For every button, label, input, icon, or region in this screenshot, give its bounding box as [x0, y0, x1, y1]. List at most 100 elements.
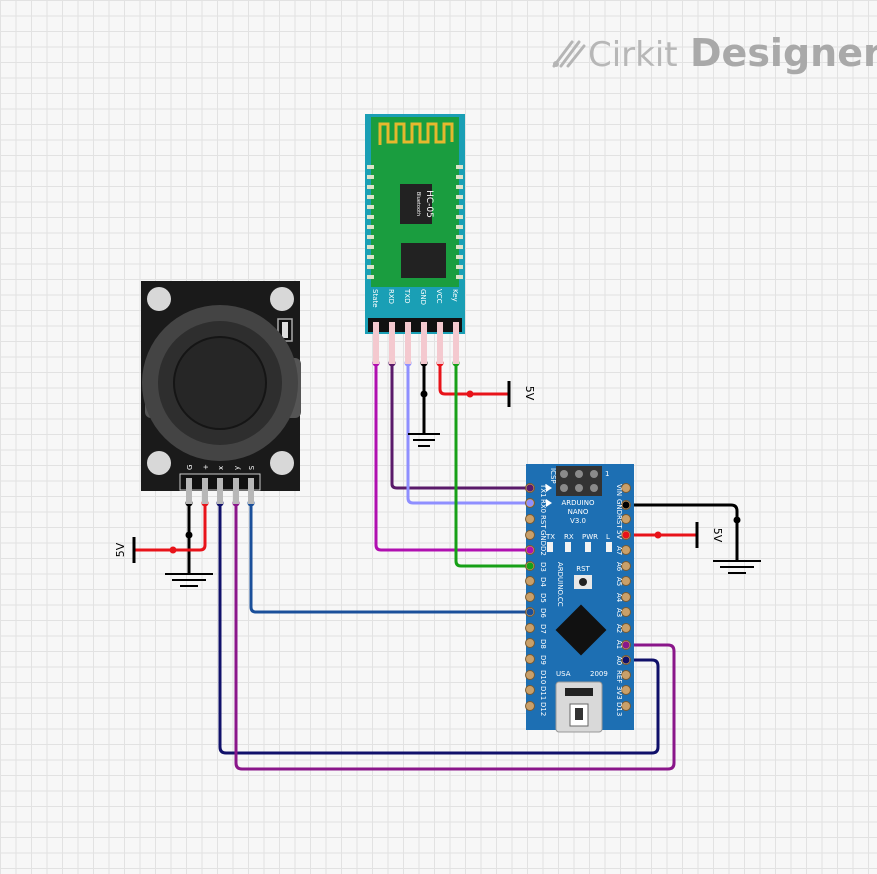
nano-usa-label: USA — [556, 670, 571, 678]
power-5v-nano: 5V — [695, 522, 724, 548]
nano-pin-label-d10: D10 — [539, 670, 547, 684]
nano-pin-label-d6: D6 — [539, 608, 547, 618]
nano-pin-label-rst-r: RST — [615, 515, 623, 529]
nano-pin-label-d13: D13 — [615, 702, 623, 716]
nano-pin-label-d3: D3 — [539, 562, 547, 572]
joy-pin-label-vcc: + — [202, 464, 210, 470]
wire-state-d2[interactable] — [374, 363, 530, 552]
nano-pin-label-vin: VIN — [615, 484, 623, 496]
mount-hole-br — [270, 451, 294, 475]
nano-pin-label-5v: 5V — [615, 530, 623, 539]
mount-hole-tl — [147, 287, 171, 311]
joystick-switch-slider — [282, 322, 288, 338]
nano-pin-label-d9: D9 — [539, 655, 547, 665]
nano-icsp-label: ICSP — [549, 468, 557, 484]
nano-pin-label-d2: D2 — [539, 546, 547, 556]
nano-pin-label-a5: A5 — [615, 577, 623, 586]
wire-txd-rx0[interactable] — [406, 363, 530, 505]
joy-pin-label-s: S — [248, 465, 256, 470]
nano-pin-label-a7: A7 — [615, 546, 623, 555]
nano-pin-label-d5: D5 — [539, 593, 547, 603]
hc05-pin-label-key: Key — [451, 289, 459, 302]
hc05-antenna — [378, 122, 454, 145]
nano-pin-label-a6: A6 — [615, 562, 623, 572]
wire-joy-y-a1[interactable] — [234, 503, 676, 771]
nano-led-label-tx: TX — [545, 533, 555, 541]
nano-wire-dots — [526, 484, 630, 664]
hc05-chip-sub: Bluetooth — [415, 192, 421, 216]
ground-symbol-joystick — [165, 573, 213, 587]
nano-pin-label-d4: D4 — [539, 577, 547, 587]
logo-text-bold: Designer — [690, 31, 877, 75]
hc05-pin-label-vcc: VCC — [435, 289, 443, 304]
wire-rxd-tx1[interactable] — [390, 363, 530, 490]
wire-joy-x-a0[interactable] — [218, 503, 660, 755]
nano-pin-label-d8: D8 — [539, 639, 547, 649]
nano-pin-label-rx0: RX0 — [539, 499, 547, 513]
hc05-edge-pads — [367, 165, 463, 279]
nano-led-label-rx: RX — [564, 533, 574, 541]
joystick-cap[interactable] — [173, 336, 267, 430]
mount-hole-bl — [147, 451, 171, 475]
hc05-header-pins[interactable] — [373, 322, 459, 364]
ground-symbol-hc05 — [408, 433, 440, 447]
nano-pin-label-tx1: TX1 — [539, 483, 547, 498]
nano-pin-label-3v3: 3V3 — [615, 686, 623, 700]
nano-pin-label-a2: A2 — [615, 624, 623, 633]
joy-pin-label-y: y — [233, 466, 241, 470]
ground-symbol-nano — [713, 560, 761, 574]
rx-arrow-icon — [546, 499, 552, 507]
nano-right-pin-labels: VIN GND RST 5V A7 A6 A5 A4 A3 A2 A1 A0 R… — [615, 484, 623, 716]
arduino-nano[interactable]: ICSP 1 ARDUINO NANO V3.0 TX RX PWR L RST… — [525, 464, 635, 733]
hc05-pin-label-txd: TXD — [403, 288, 411, 303]
wire-key-d3[interactable] — [454, 363, 530, 568]
wire-joy-sw-d6[interactable] — [249, 503, 530, 614]
nano-pin-label-a0: A0 — [615, 656, 623, 665]
nano-icsp-pins — [560, 470, 598, 492]
mount-hole-tr — [270, 287, 294, 311]
nano-icsp-num: 1 — [605, 470, 609, 478]
nano-pin-label-a1: A1 — [615, 640, 623, 649]
nano-leds — [547, 542, 612, 552]
nano-subtitle: NANO — [568, 508, 589, 516]
wire-hc05-vcc[interactable] — [438, 363, 508, 396]
hc05-chip — [400, 184, 432, 224]
cirkit-logo: Cirkit Designer — [552, 31, 877, 75]
nano-brand-vertical: ARDUINO.CC — [556, 562, 564, 607]
power-5v-joystick: 5V — [114, 537, 136, 563]
nano-mcu-chip — [555, 604, 607, 656]
joystick-module[interactable]: G + x y S — [141, 281, 301, 504]
wire-joy-vcc[interactable] — [135, 503, 207, 552]
nano-usb-slot — [565, 688, 593, 696]
joystick-header-pins[interactable] — [186, 478, 254, 504]
hc05-module[interactable]: HC-05 Bluetooth State RXD TXD GND VCC Ke… — [365, 114, 465, 364]
nano-pin-label-d12: D12 — [539, 702, 547, 716]
logo-text-light: Cirkit — [588, 35, 678, 75]
hc05-chip-2 — [401, 243, 446, 278]
tx-arrow-icon — [546, 484, 552, 492]
nano-version: V3.0 — [570, 517, 586, 525]
joy-pin-label-x: x — [217, 466, 225, 470]
nano-left-pins[interactable] — [525, 483, 535, 711]
wire-nano-gnd[interactable] — [626, 503, 739, 560]
nano-led-label-l: L — [606, 533, 610, 541]
nano-rst-label: RST — [576, 565, 590, 573]
nano-led-label-pwr: PWR — [582, 533, 598, 541]
nano-pin-label-gnd-l: GND — [539, 530, 547, 546]
power-label-hc05: 5V — [523, 386, 536, 401]
nano-pin-label-d11: D11 — [539, 686, 547, 700]
cirkit-logo-icon — [552, 40, 586, 68]
power-label-nano: 5V — [711, 528, 724, 543]
nano-pin-label-a3: A3 — [615, 608, 623, 617]
nano-pin-label-ref: REF — [615, 670, 623, 683]
hc05-chip-title: HC-05 — [424, 190, 434, 218]
hc05-header — [368, 318, 462, 332]
nano-title: ARDUINO — [562, 499, 595, 507]
nano-left-pin-labels: TX1 RX0 RST GND D2 D3 D4 D5 D6 D7 D8 D9 … — [539, 483, 547, 716]
nano-year-label: 2009 — [590, 670, 608, 678]
nano-reset-knob[interactable] — [579, 578, 587, 586]
joy-pin-label-g: G — [186, 465, 194, 470]
nano-usb-contact — [575, 708, 583, 720]
wires[interactable] — [135, 363, 739, 771]
